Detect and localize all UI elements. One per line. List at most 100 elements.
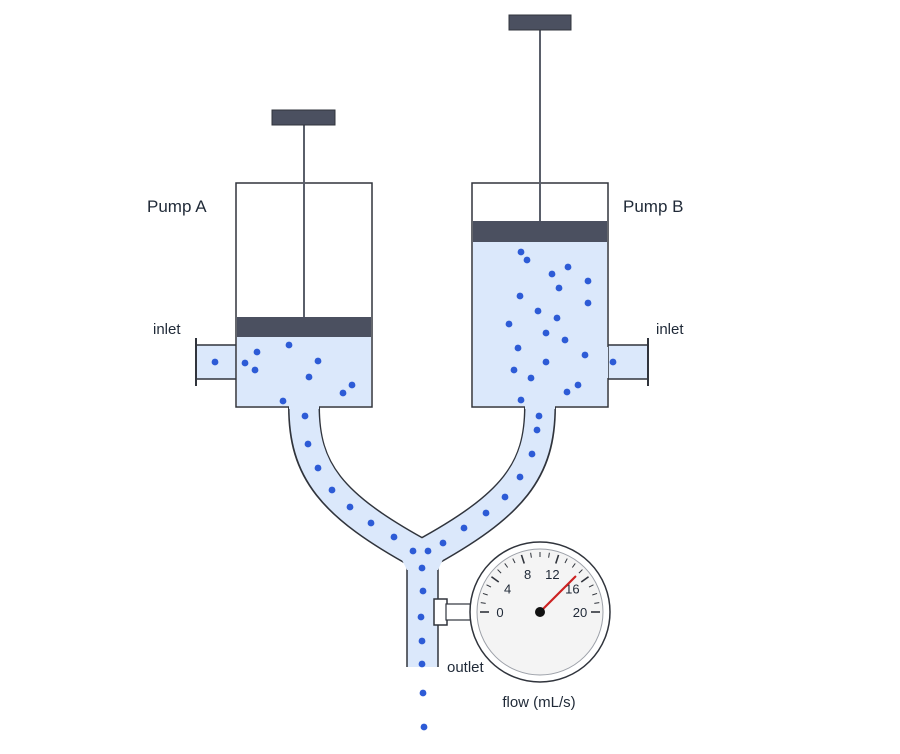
fluid-particle	[418, 637, 426, 645]
fluid-particle	[409, 547, 417, 555]
gauge-tick-label-4: 4	[504, 581, 511, 596]
fluid-particle	[419, 689, 427, 697]
fluid-particle	[482, 509, 490, 517]
fluid-particle	[279, 397, 287, 405]
fluid-particle	[584, 299, 592, 307]
gauge-minor-tick	[512, 558, 516, 564]
gauge-minor-tick	[588, 584, 594, 588]
fluid-particle	[305, 373, 313, 381]
fluid-particle	[346, 503, 354, 511]
gauge-minor-tick	[530, 552, 532, 558]
fluid-particle	[527, 374, 535, 382]
fluid-particle	[253, 348, 261, 356]
fluid-particle	[534, 307, 542, 315]
fluid-particle	[439, 539, 447, 547]
flow-gauge: 0 4 8 12 16 20 flow (mL/s)	[433, 541, 611, 711]
fluid-particle	[584, 277, 592, 285]
gauge-minor-tick	[594, 602, 600, 604]
pump-a-plunger-head	[237, 317, 371, 337]
fluid-particle	[348, 381, 356, 389]
pump-b-plunger-head	[473, 221, 607, 242]
right-branch-fluid	[415, 404, 555, 568]
gauge-major-tick	[490, 576, 500, 583]
fluid-particle	[533, 426, 541, 434]
fluid-particle	[314, 464, 322, 472]
fluid-particle	[563, 388, 571, 396]
fluid-particle	[523, 256, 531, 264]
fluid-particle	[251, 366, 259, 374]
gauge-needle	[538, 575, 577, 614]
fluid-particle	[419, 587, 427, 595]
fluid-particle	[528, 450, 536, 458]
gauge-tick-label-0: 0	[496, 605, 503, 620]
gauge-minor-tick	[592, 592, 598, 596]
fluid-particle	[516, 292, 524, 300]
fluid-particle	[367, 519, 375, 527]
gauge-tick-label-20: 20	[573, 605, 587, 620]
fluid-particle	[304, 440, 312, 448]
fluid-particle	[548, 270, 556, 278]
gauge-minor-tick	[571, 563, 576, 568]
pump-b-inlet-label: inlet	[656, 321, 684, 338]
gauge-minor-tick	[480, 602, 486, 604]
gauge-connector	[433, 598, 448, 626]
fluid-particle	[460, 524, 468, 532]
outlet-label: outlet	[447, 659, 485, 676]
gauge-minor-tick	[548, 552, 550, 558]
fluid-particle	[339, 389, 347, 397]
gauge-minor-tick	[578, 569, 583, 574]
fluid-particle	[420, 723, 428, 731]
fluid-particle	[390, 533, 398, 541]
gauge-minor-tick	[486, 584, 492, 588]
left-branch-fluid	[289, 404, 429, 568]
fluid-particle	[516, 473, 524, 481]
fluid-particle	[510, 366, 518, 374]
pump-b-label: Pump B	[623, 197, 683, 216]
fluid-particle	[424, 547, 432, 555]
pump-a-inlet-label: inlet	[153, 321, 181, 338]
fluid-particle	[542, 358, 550, 366]
fluid-particle	[241, 359, 249, 367]
gauge-major-tick	[580, 576, 590, 583]
gauge-minor-tick	[564, 558, 568, 564]
pump-a: Pump A inlet	[147, 109, 373, 409]
pump-a-plunger-handle	[271, 109, 336, 126]
fluid-particle	[418, 660, 426, 668]
pump-b-plunger-handle	[508, 14, 572, 31]
gauge-minor-tick	[497, 569, 502, 574]
gauge-tick-label-16: 16	[565, 581, 579, 596]
fluid-particle	[609, 358, 617, 366]
fluid-particle	[211, 358, 219, 366]
pump-b-fluid	[473, 241, 607, 406]
fluid-particle	[517, 248, 525, 256]
gauge-minor-tick	[504, 563, 509, 568]
gauge-tick-label-8: 8	[524, 567, 531, 582]
fluid-particle	[564, 263, 572, 271]
fluid-particle	[535, 412, 543, 420]
fluid-particle	[505, 320, 513, 328]
fluid-particle	[581, 351, 589, 359]
fluid-particle	[314, 357, 322, 365]
gauge-caption: flow (mL/s)	[502, 694, 575, 711]
fluid-particle	[542, 329, 550, 337]
fluid-particle	[328, 486, 336, 494]
fluid-particle	[301, 412, 309, 420]
fluid-particle	[553, 314, 561, 322]
gauge-tick-label-12: 12	[545, 567, 559, 582]
fluid-particle	[285, 341, 293, 349]
gauge-ticks	[480, 552, 600, 613]
fluid-particle	[417, 613, 425, 621]
pump-a-label: Pump A	[147, 197, 207, 216]
pump-a-fluid	[237, 336, 371, 406]
fluid-particle	[555, 284, 563, 292]
fluid-particles	[211, 248, 617, 731]
fluid-particle	[501, 493, 509, 501]
fluid-particle	[574, 381, 582, 389]
fluid-particle	[561, 336, 569, 344]
fluid-particle	[517, 396, 525, 404]
gauge-pivot	[535, 607, 545, 617]
gauge-major-tick	[520, 554, 526, 564]
gauge-minor-tick	[482, 592, 488, 596]
